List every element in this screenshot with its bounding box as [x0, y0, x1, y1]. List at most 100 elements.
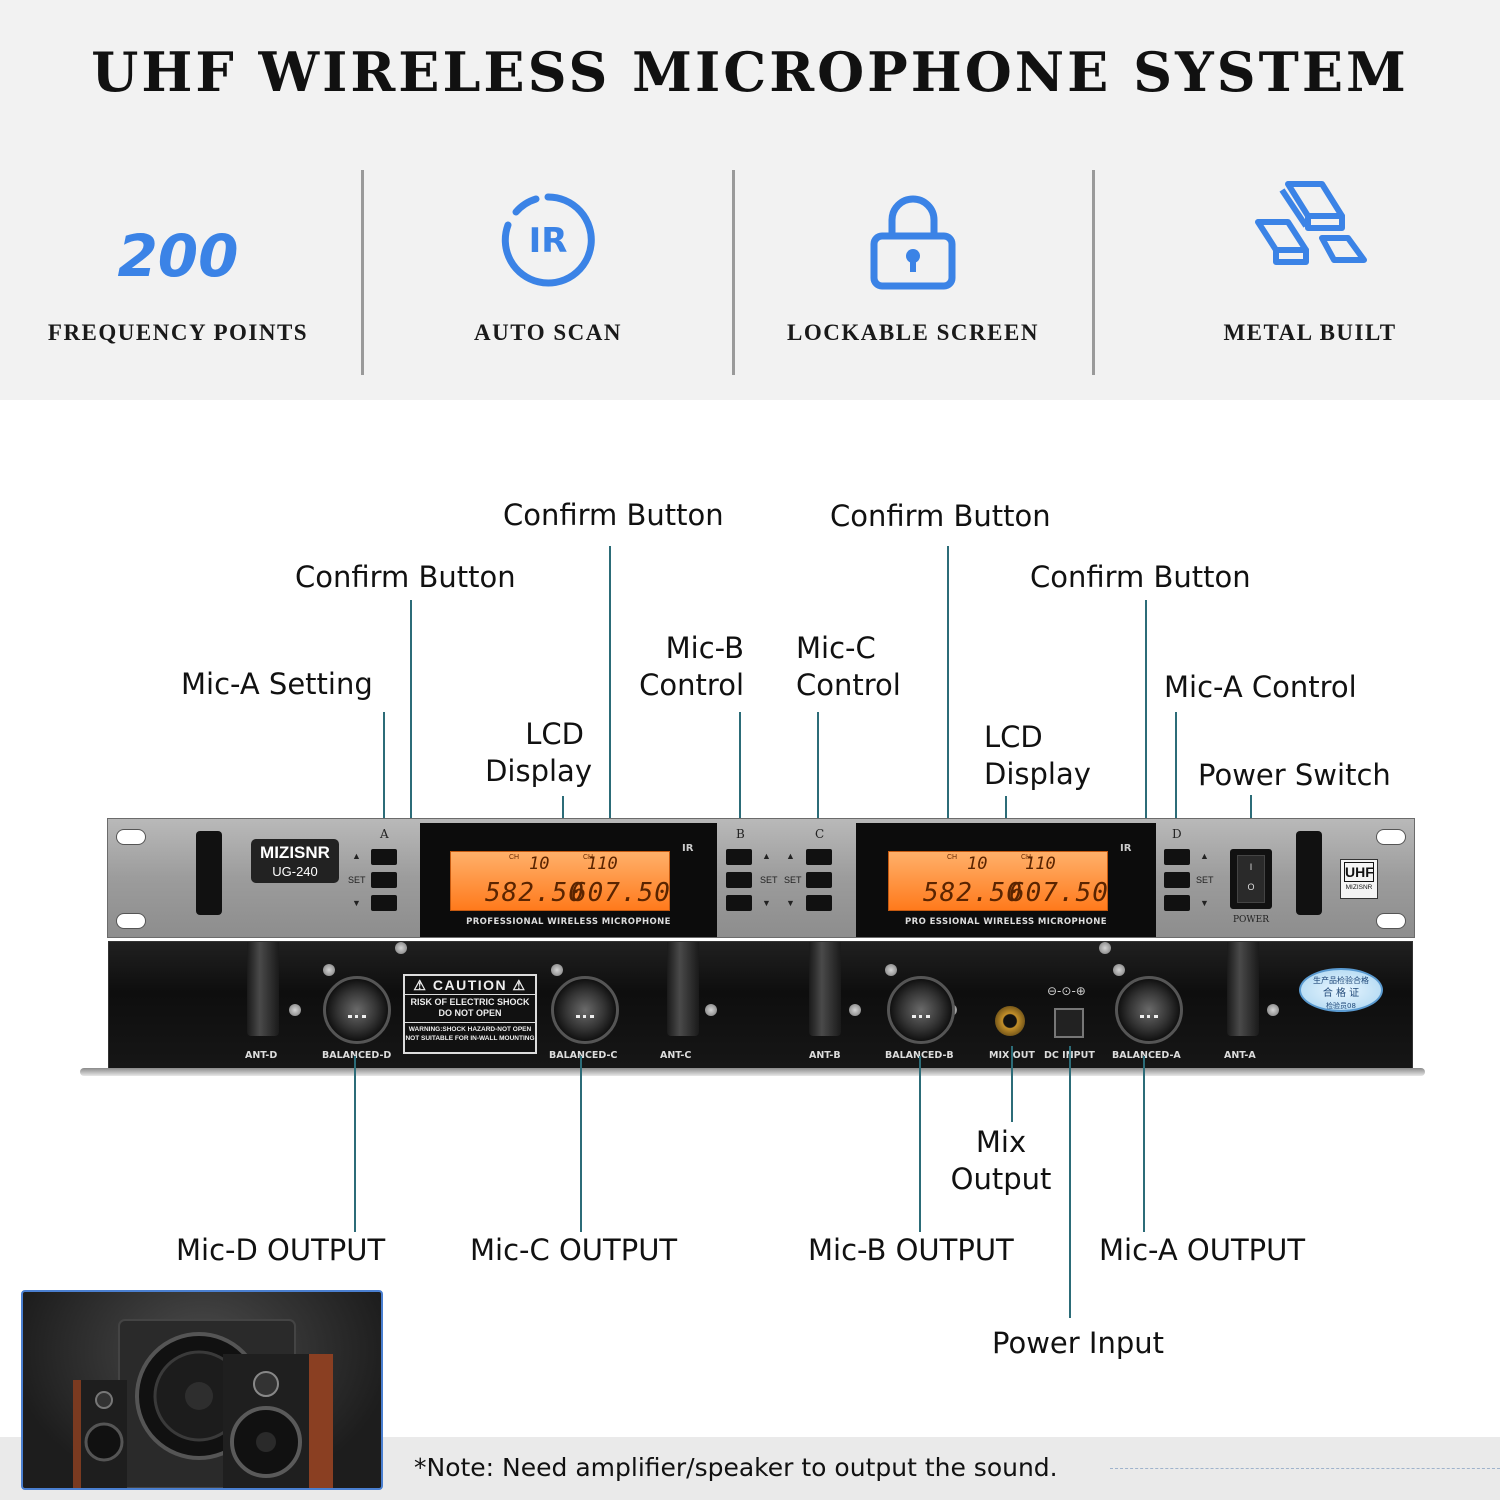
- qc-sticker: 生产品检验合格 合 格 证 检验员08: [1299, 968, 1383, 1012]
- feature-label: FREQUENCY POINTS: [47, 320, 309, 345]
- callout-mic-b-output: Mic-B OUTPUT: [808, 1233, 1014, 1267]
- channel-label: D: [1172, 827, 1182, 841]
- divider: [1092, 170, 1095, 375]
- screw: [849, 1004, 861, 1016]
- port-label: ANT-C: [660, 1050, 692, 1061]
- antenna: [667, 942, 699, 1036]
- lcd-panel-left: CH CH 10 110 582.50 607.50 IR PROFESSION…: [420, 823, 717, 937]
- caution-line: NOT SUITABLE FOR IN-WALL MOUNTING: [405, 1035, 535, 1042]
- set-label: SET: [784, 875, 802, 885]
- mic-c-up-button[interactable]: [806, 849, 832, 865]
- ir-sensor-icon: IR: [682, 843, 694, 854]
- set-label: SET: [760, 875, 778, 885]
- caution-line: WARNING:SHOCK HAZARD-NOT OPEN: [405, 1022, 535, 1034]
- xlr-output-d[interactable]: [323, 976, 391, 1044]
- leader-line: [739, 712, 741, 824]
- down-arrow-icon: ▼: [786, 898, 795, 908]
- lcd-display: CH CH 10 110 582.50 607.50: [450, 851, 670, 911]
- caution-line: DO NOT OPEN: [438, 1008, 502, 1018]
- rack-handle[interactable]: [196, 831, 222, 915]
- callout-mic-a-output: Mic-A OUTPUT: [1099, 1233, 1306, 1267]
- callout-mic-c-control: Mic-C Control: [796, 630, 901, 704]
- callout-confirm-button: Confirm Button: [295, 560, 516, 594]
- callout-confirm-button: Confirm Button: [503, 498, 724, 532]
- callout-confirm-button: Confirm Button: [830, 499, 1051, 533]
- power-label: POWER: [1233, 915, 1270, 925]
- rack-handle[interactable]: [1296, 831, 1322, 915]
- screw: [323, 964, 335, 976]
- power-rocker[interactable]: I O: [1237, 855, 1265, 903]
- leader-line: [919, 1056, 921, 1232]
- antenna: [1227, 942, 1259, 1036]
- up-arrow-icon: ▲: [762, 851, 771, 861]
- feature-label: AUTO SCAN: [474, 320, 622, 345]
- page-title: UHF WIRELESS MICROPHONE SYSTEM: [91, 40, 1409, 104]
- screw: [289, 1004, 301, 1016]
- port-label: BALANCED-A: [1112, 1050, 1181, 1061]
- mic-a-set-button[interactable]: [371, 872, 397, 888]
- screw: [705, 1004, 717, 1016]
- lcd-ch-label: CH: [947, 854, 958, 861]
- rack-ear-hole: [1376, 913, 1406, 929]
- feature-label: METAL BUILT: [1223, 320, 1397, 345]
- leader-line: [947, 546, 949, 880]
- metal-bars-icon: [1248, 176, 1372, 281]
- mic-a-up-button[interactable]: [371, 849, 397, 865]
- feature-metal-built: METAL BUILT: [1120, 170, 1500, 375]
- callout-line: Mic-C: [796, 631, 876, 665]
- mic-b-set-button[interactable]: [726, 872, 752, 888]
- mic-c-set-button[interactable]: [806, 872, 832, 888]
- callout-mic-d-output: Mic-D OUTPUT: [176, 1233, 386, 1267]
- channel-label: B: [736, 827, 745, 841]
- screw: [1113, 964, 1125, 976]
- caution-line: RISK OF ELECTRIC SHOCK: [410, 997, 530, 1007]
- power-switch[interactable]: I O: [1230, 849, 1272, 909]
- caution-label: ⚠ CAUTION ⚠ RISK OF ELECTRIC SHOCK DO NO…: [403, 974, 537, 1054]
- badge-uhf: UHF: [1344, 862, 1374, 882]
- xlr-output-b[interactable]: [887, 976, 955, 1044]
- lcd-ch-label: CH: [583, 854, 594, 861]
- leader-line: [580, 1056, 582, 1232]
- callout-mic-c-output: Mic-C OUTPUT: [470, 1233, 678, 1267]
- port-label: BALANCED-D: [322, 1050, 392, 1061]
- lcd-caption: PROFESSIONAL WIRELESS MICROPHONE: [466, 917, 671, 927]
- mic-b-down-button[interactable]: [726, 895, 752, 911]
- brand-name: MIZISNR: [260, 843, 330, 862]
- callout-lcd-display-right: LCD Display: [984, 719, 1091, 793]
- feature-frequency-points: 200 FREQUENCY POINTS: [20, 170, 336, 375]
- callout-line: Display: [984, 757, 1091, 791]
- antenna: [809, 942, 841, 1036]
- dc-input-jack[interactable]: [1054, 1008, 1084, 1038]
- callout-power-switch: Power Switch: [1198, 758, 1391, 792]
- feature-lockable-screen: LOCKABLE SCREEN: [750, 170, 1076, 375]
- mic-d-set-button[interactable]: [1164, 872, 1190, 888]
- device-shadow: [80, 1068, 1425, 1076]
- leader-line: [383, 712, 385, 830]
- channel-label: C: [815, 827, 825, 841]
- up-arrow-icon: ▲: [1200, 851, 1209, 861]
- xlr-output-a[interactable]: [1115, 976, 1183, 1044]
- port-label: ANT-A: [1224, 1050, 1256, 1061]
- speakers-illustration: [73, 1319, 333, 1488]
- mic-d-down-button[interactable]: [1164, 895, 1190, 911]
- callout-mic-a-control: Mic-A Control: [1164, 670, 1357, 704]
- leader-line: [1143, 1056, 1145, 1232]
- callout-line: LCD: [525, 717, 584, 751]
- mic-c-down-button[interactable]: [806, 895, 832, 911]
- mix-out-jack[interactable]: [995, 1006, 1025, 1036]
- mic-d-up-button[interactable]: [1164, 849, 1190, 865]
- lcd-channel-value: 110: [1025, 854, 1056, 874]
- lcd-ch-label: CH: [509, 854, 520, 861]
- xlr-output-c[interactable]: [551, 976, 619, 1044]
- mic-b-up-button[interactable]: [726, 849, 752, 865]
- leader-line: [609, 546, 611, 880]
- leader-line: [1145, 600, 1147, 880]
- callout-line: Mic-B: [665, 631, 744, 665]
- svg-text:IR: IR: [529, 221, 568, 261]
- switch-off-mark: O: [1247, 882, 1255, 892]
- callout-lcd-display-left: LCD Display: [470, 716, 592, 790]
- mic-a-down-button[interactable]: [371, 895, 397, 911]
- speaker-photo: [21, 1290, 383, 1490]
- callout-line: Control: [639, 668, 744, 702]
- port-label: BALANCED-B: [885, 1050, 954, 1061]
